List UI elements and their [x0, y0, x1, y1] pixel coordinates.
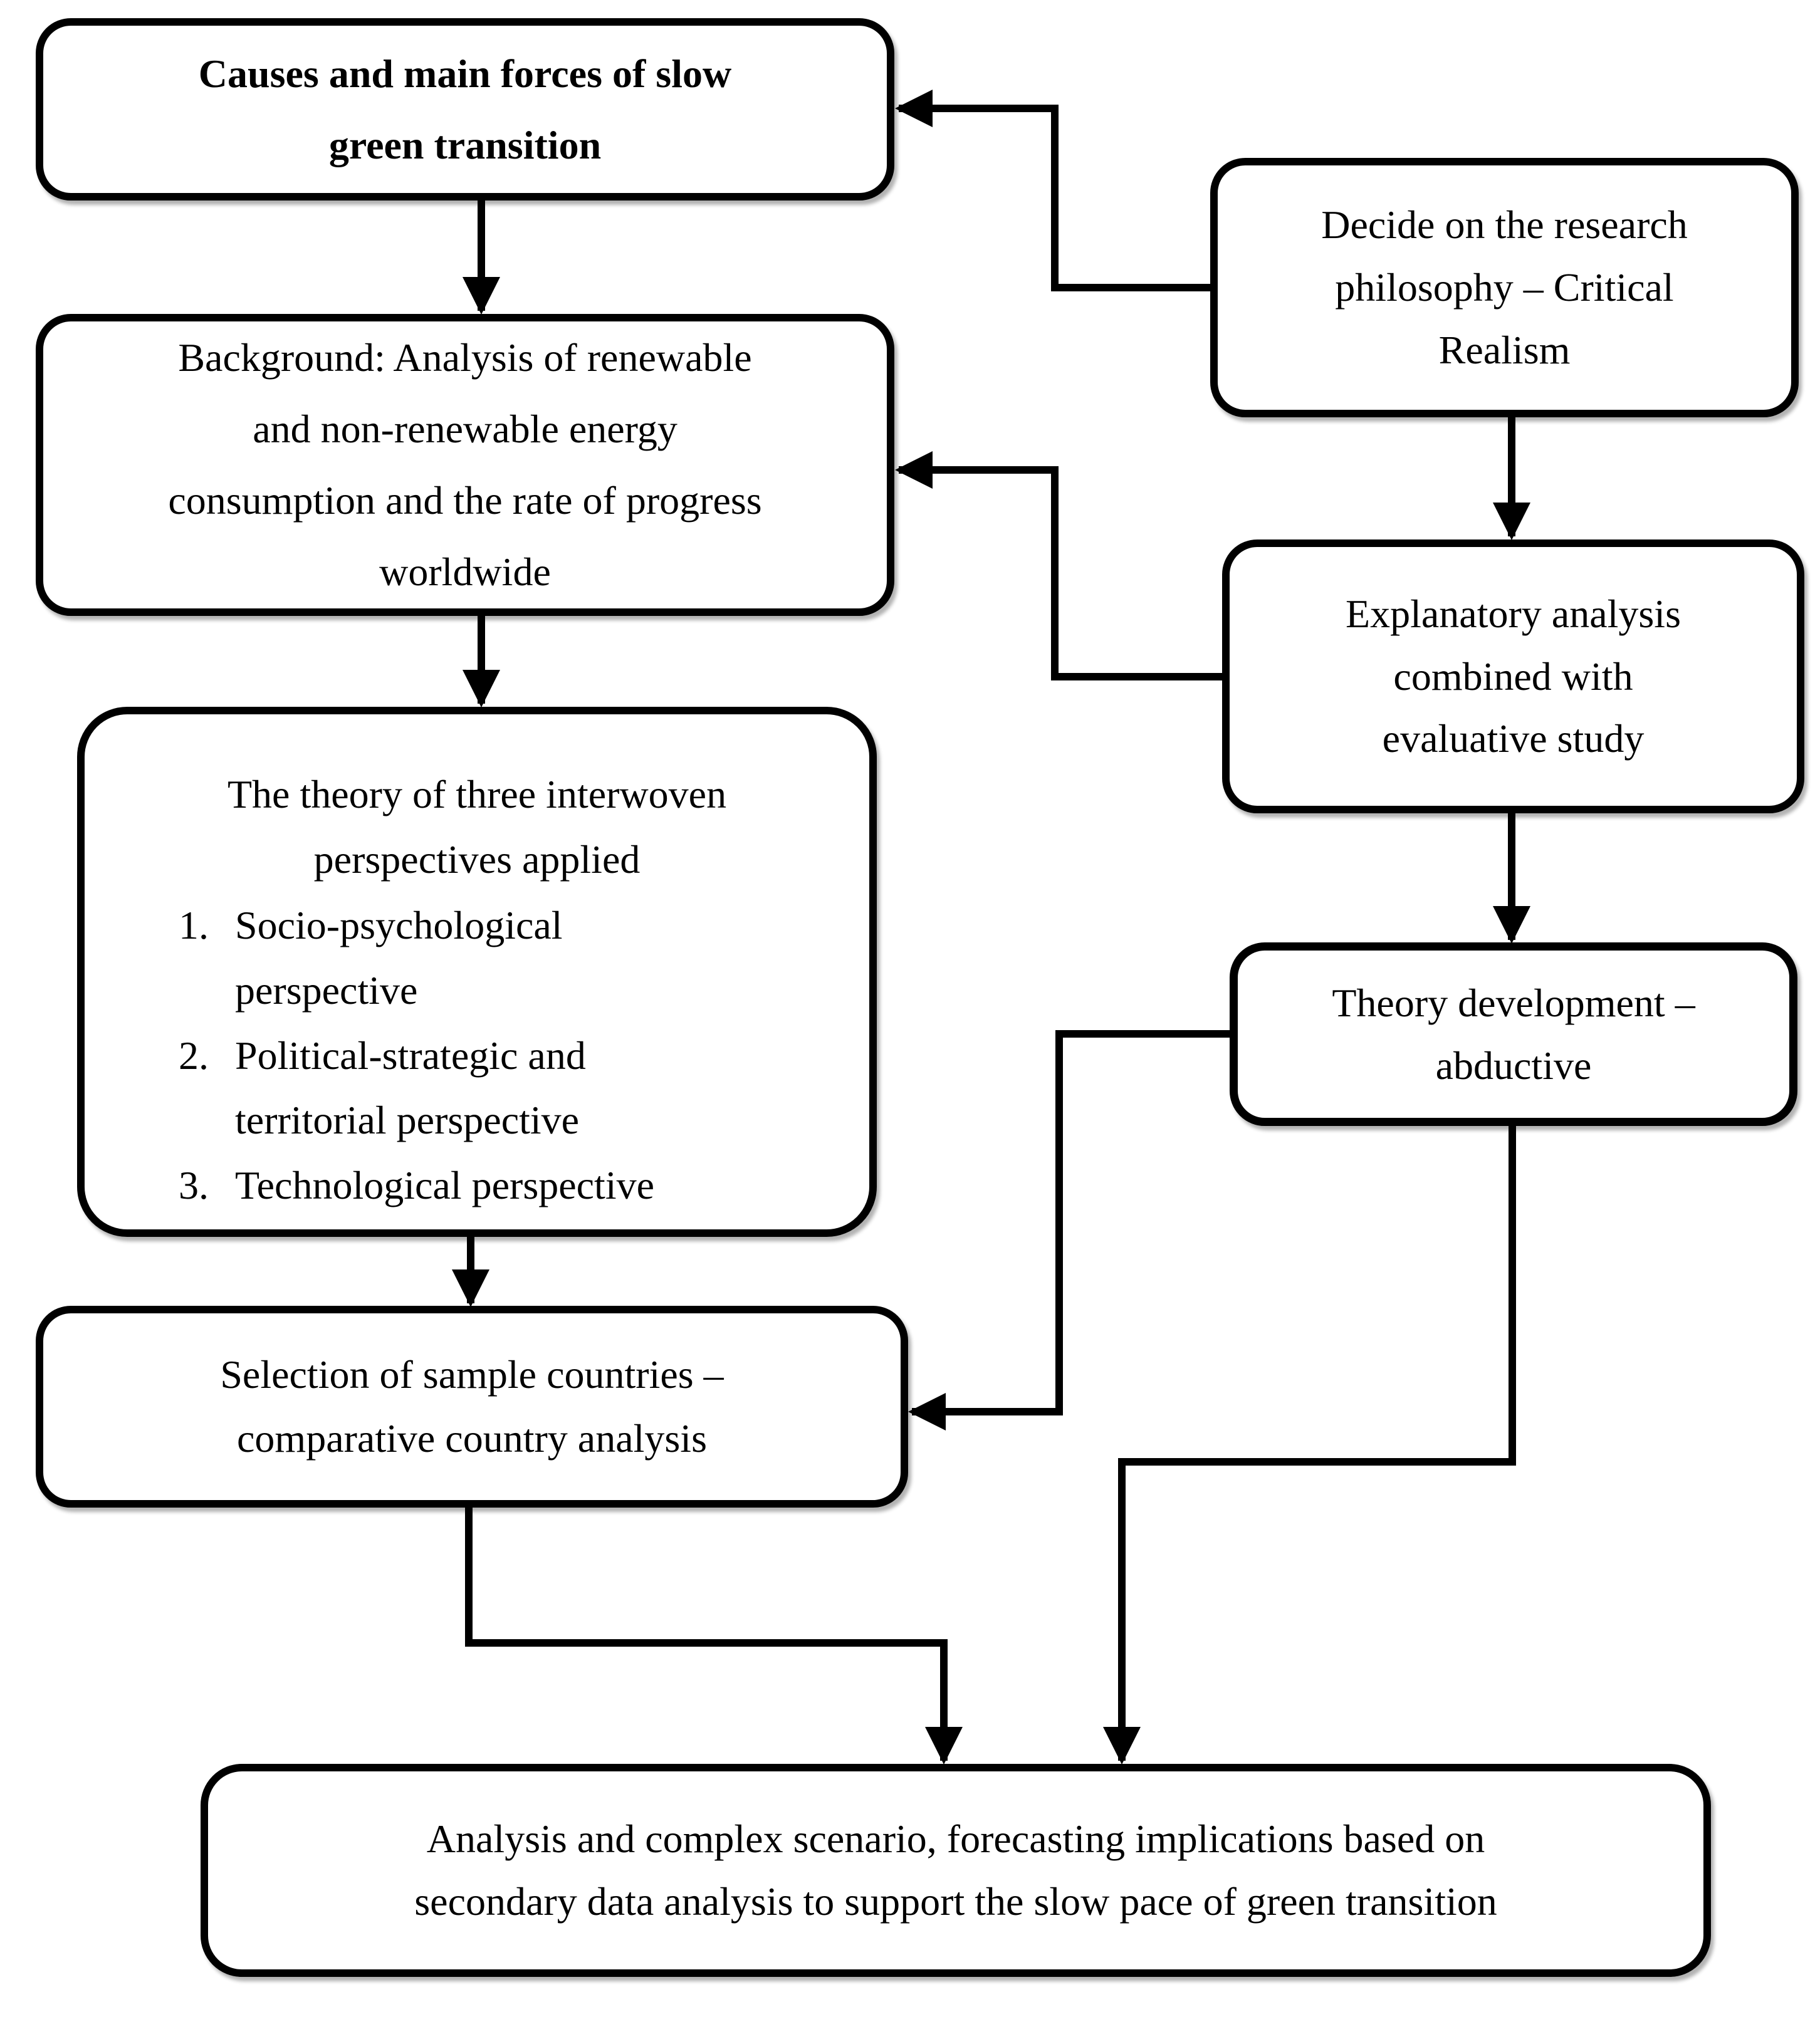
- node-analysis: Analysis and complex scenario, forecasti…: [201, 1764, 1711, 1977]
- node-explanatory: Explanatory analysis combined with evalu…: [1222, 539, 1804, 813]
- list-item-text: Technological perspective: [235, 1163, 654, 1208]
- list-item-number: 1.: [179, 903, 209, 948]
- arrow-theorydev-to-selection: [908, 1030, 1231, 1431]
- list-item: 1. Socio-psychological perspective: [179, 893, 869, 1023]
- node-theory-development-label: Theory development – abductive: [1332, 980, 1695, 1088]
- node-background: Background: Analysis of renewable and no…: [36, 314, 894, 616]
- node-selection-label: Selection of sample countries – comparat…: [220, 1352, 724, 1461]
- arrow-decide-to-causes: [895, 90, 1213, 291]
- node-explanatory-label: Explanatory analysis combined with evalu…: [1346, 591, 1681, 761]
- list-item: 3. Technological perspective: [179, 1153, 869, 1218]
- node-theory-perspectives: The theory of three interwoven perspecti…: [77, 707, 877, 1237]
- node-theory-content: The theory of three interwoven perspecti…: [85, 714, 869, 1218]
- list-item-number: 2.: [179, 1033, 209, 1078]
- list-item-number: 3.: [179, 1163, 209, 1208]
- list-item-text: Socio-psychological perspective: [235, 903, 563, 1013]
- list-item-text: Political-strategic and territorial pers…: [235, 1033, 586, 1143]
- node-theory-heading: The theory of three interwoven perspecti…: [227, 772, 727, 882]
- theory-perspectives-list: 1. Socio-psychological perspective 2. Po…: [85, 893, 869, 1217]
- node-background-label: Background: Analysis of renewable and no…: [168, 335, 762, 594]
- list-item: 2. Political-strategic and territorial p…: [179, 1023, 869, 1153]
- node-causes: Causes and main forces of slow green tra…: [36, 18, 894, 201]
- node-causes-label: Causes and main forces of slow green tra…: [198, 51, 732, 167]
- arrow-selection-to-analysis: [465, 1506, 963, 1764]
- node-decide-label: Decide on the research philosophy – Crit…: [1321, 202, 1688, 372]
- node-decide: Decide on the research philosophy – Crit…: [1210, 158, 1799, 417]
- node-theory-development: Theory development – abductive: [1230, 942, 1797, 1126]
- node-selection: Selection of sample countries – comparat…: [36, 1306, 908, 1508]
- arrow-theorydev-to-analysis: [1103, 1125, 1516, 1764]
- node-analysis-label: Analysis and complex scenario, forecasti…: [414, 1816, 1497, 1924]
- arrow-explanatory-to-background: [895, 451, 1223, 680]
